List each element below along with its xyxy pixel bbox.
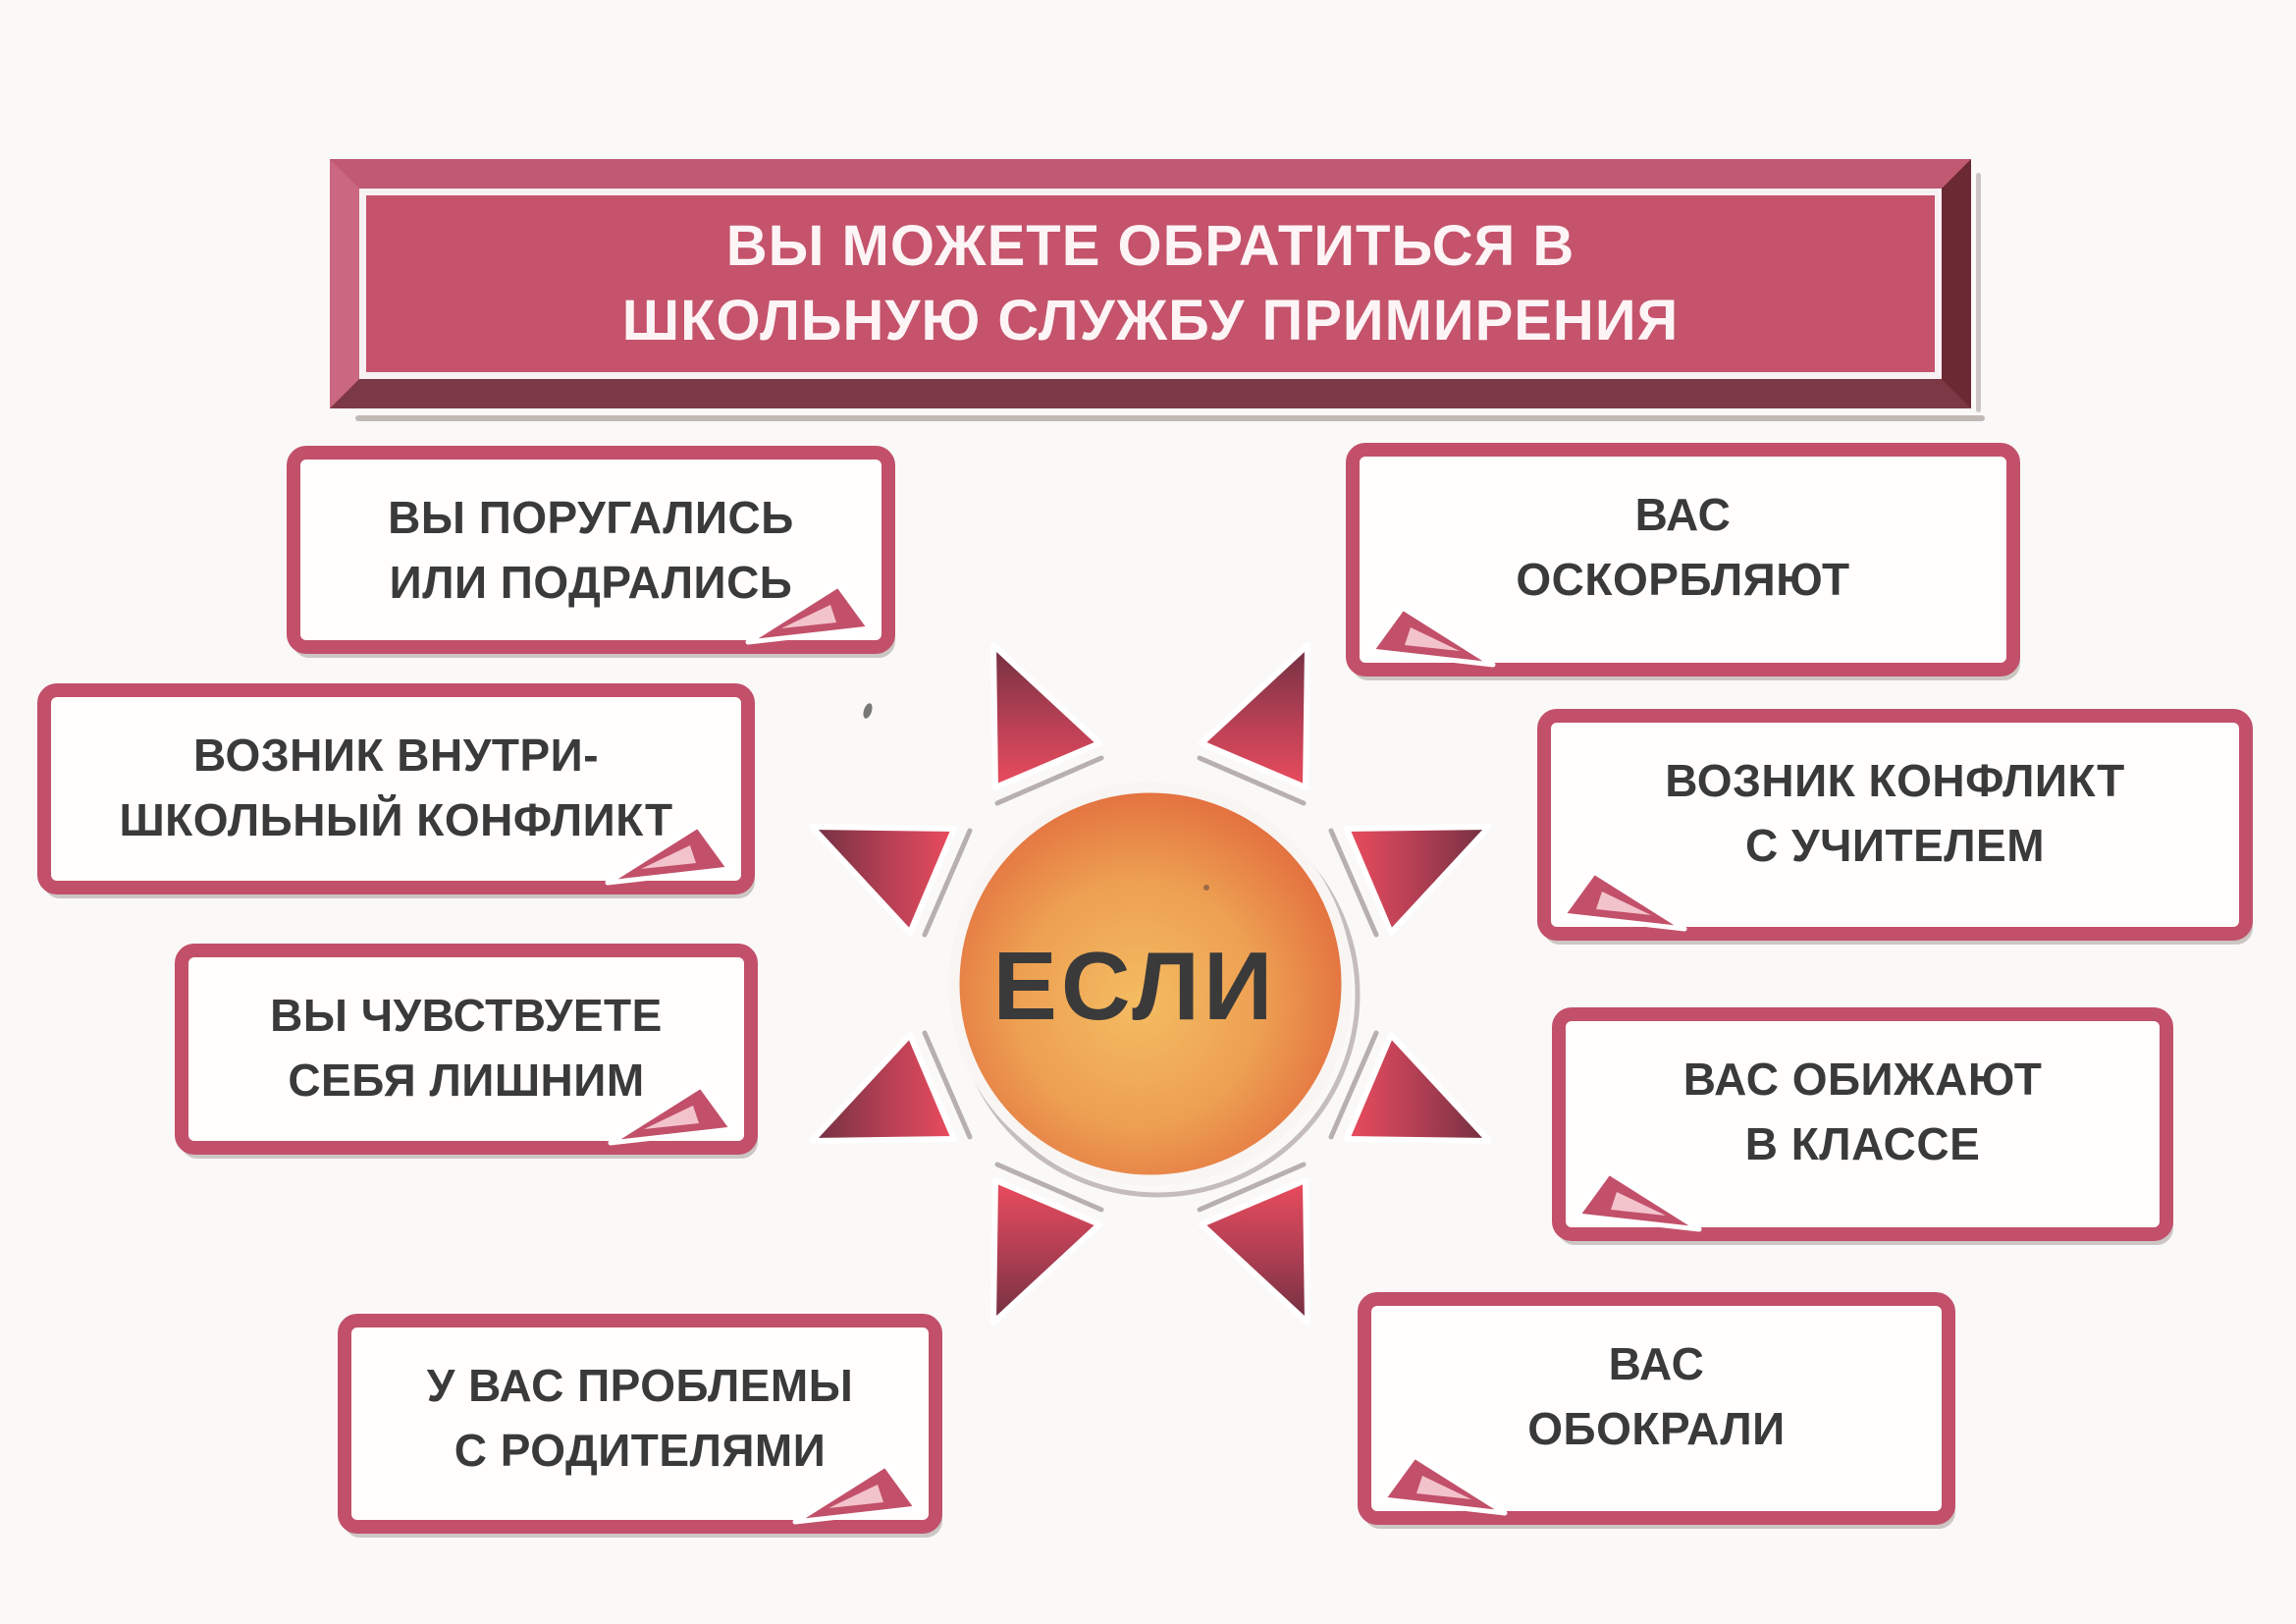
center-label: ЕСЛИ [993, 932, 1277, 1040]
note-text: ВАС ОБОКРАЛИ [1371, 1306, 1942, 1461]
page-curl-icon [602, 814, 749, 893]
note-box-school-conflict: ВОЗНИК ВНУТРИ- ШКОЛЬНЫЙ КОНФЛИКТ [37, 683, 755, 894]
title-line-2: ШКОЛЬНУЮ СЛУЖБУ ПРИМИРЕНИЯ [621, 289, 1680, 352]
page-curl-icon [742, 573, 889, 652]
note-line: ВОЗНИК ВНУТРИ- [192, 730, 600, 781]
page-curl-icon [605, 1074, 752, 1153]
title-banner: ВЫ МОЖЕТЕ ОБРАТИТЬСЯ В ШКОЛЬНУЮ СЛУЖБУ П… [330, 159, 1971, 408]
banner-shadow-bottom [355, 415, 1985, 421]
note-box-offended-in-class: ВАС ОБИЖАЮТ В КЛАССЕ [1552, 1007, 2173, 1241]
title-line-1: ВЫ МОЖЕТЕ ОБРАТИТЬСЯ В [725, 214, 1575, 278]
note-line: ОСКОРБЛЯЮТ [1516, 554, 1850, 605]
note-line: СЕБЯ ЛИШНИМ [288, 1055, 645, 1106]
note-line: ВЫ ПОРУГАЛИСЬ [388, 492, 794, 543]
title-banner-face: ВЫ МОЖЕТЕ ОБРАТИТЬСЯ В ШКОЛЬНУЮ СЛУЖБУ П… [359, 189, 1942, 379]
note-line: ОБОКРАЛИ [1527, 1403, 1786, 1454]
page-curl-icon [789, 1453, 936, 1532]
sun-rays-bottom [993, 1164, 1308, 1323]
note-line: У ВАС ПРОБЛЕМЫ [426, 1360, 854, 1411]
note-box-robbed: ВАС ОБОКРАЛИ [1358, 1292, 1955, 1525]
scan-dot [1203, 885, 1209, 891]
scan-speck [861, 702, 875, 720]
note-line: ВАС [1634, 489, 1732, 540]
note-text: ВЫ ЧУВСТВУЕТЕ СЕБЯ ЛИШНИМ [188, 957, 744, 1112]
note-text: ВАС ОСКОРБЛЯЮТ [1360, 457, 2006, 612]
note-text: ВАС ОБИЖАЮТ В КЛАССЕ [1566, 1021, 2160, 1176]
sun-circle-shadow [954, 791, 1361, 1198]
note-line: ВЫ ЧУВСТВУЕТЕ [270, 990, 663, 1041]
note-box-feel-unwanted: ВЫ ЧУВСТВУЕТЕ СЕБЯ ЛИШНИМ [175, 944, 758, 1155]
note-line: ВАС ОБИЖАЮТ [1682, 1054, 2043, 1105]
note-box-teacher-conflict: ВОЗНИК КОНФЛИКТ С УЧИТЕЛЕМ [1537, 709, 2253, 941]
banner-shadow-right [1976, 173, 1981, 412]
page-curl-icon [1363, 1444, 1511, 1523]
note-line: ВАС [1608, 1338, 1705, 1389]
page-curl-icon [1558, 1161, 1705, 1239]
sun-circle [948, 782, 1353, 1186]
note-line: ИЛИ ПОДРАЛИСЬ [389, 557, 793, 608]
note-text: ВОЗНИК ВНУТРИ- ШКОЛЬНЫЙ КОНФЛИКТ [51, 697, 741, 852]
note-text: ВЫ ПОРУГАЛИСЬ ИЛИ ПОДРАЛИСЬ [300, 460, 881, 615]
note-box-quarrel: ВЫ ПОРУГАЛИСЬ ИЛИ ПОДРАЛИСЬ [287, 446, 895, 654]
page-curl-icon [1352, 596, 1499, 675]
note-text: ВОЗНИК КОНФЛИКТ С УЧИТЕЛЕМ [1551, 723, 2239, 878]
page-curl-icon [1543, 860, 1690, 939]
note-line: ШКОЛЬНЫЙ КОНФЛИКТ [119, 794, 673, 845]
sun-rays-left [812, 827, 970, 1141]
note-line: В КЛАССЕ [1744, 1118, 1981, 1169]
note-line: С УЧИТЕЛЕМ [1744, 820, 2046, 871]
sun-rays-top [993, 645, 1308, 803]
note-line: С РОДИТЕЛЯМИ [454, 1425, 827, 1476]
sun-rays-right [1331, 827, 1489, 1141]
note-line: ВОЗНИК КОНФЛИКТ [1665, 755, 2125, 806]
note-box-parents-problems: У ВАС ПРОБЛЕМЫ С РОДИТЕЛЯМИ [338, 1314, 942, 1534]
note-text: У ВАС ПРОБЛЕМЫ С РОДИТЕЛЯМИ [351, 1327, 929, 1483]
note-box-insulted: ВАС ОСКОРБЛЯЮТ [1346, 443, 2020, 677]
